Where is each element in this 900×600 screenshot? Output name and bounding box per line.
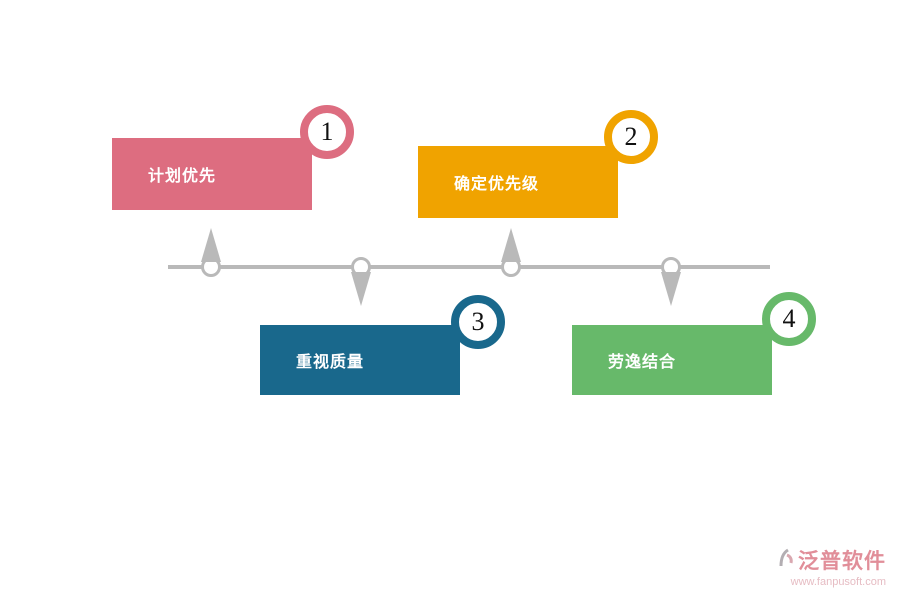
step-label-2: 确定优先级 — [454, 176, 540, 193]
step-number-4: 4 — [782, 304, 796, 333]
step-number-2: 2 — [624, 122, 638, 151]
watermark-brand: 泛普软件 — [798, 550, 886, 573]
step-badge-3: 3 — [451, 295, 505, 349]
step-box-4: 劳逸结合 — [572, 325, 772, 395]
step-badge-1: 1 — [300, 105, 354, 159]
watermark-url: www.fanpusoft.com — [790, 576, 886, 588]
fanpu-logo-icon — [778, 548, 794, 573]
arrow-down-icon-1 — [351, 272, 371, 306]
timeline-line — [168, 265, 770, 269]
watermark: 泛普软件 www.fanpusoft.com — [778, 545, 886, 588]
arrow-down-icon-2 — [661, 272, 681, 306]
step-number-3: 3 — [471, 307, 485, 336]
step-box-2: 确定优先级 — [418, 146, 618, 218]
step-box-1: 计划优先 — [112, 138, 312, 210]
step-number-1: 1 — [320, 117, 334, 146]
step-label-3: 重视质量 — [296, 354, 365, 371]
step-badge-4: 4 — [762, 292, 816, 346]
step-label-1: 计划优先 — [148, 168, 217, 185]
step-box-3: 重视质量 — [260, 325, 460, 395]
step-badge-2: 2 — [604, 110, 658, 164]
step-label-4: 劳逸结合 — [608, 354, 677, 371]
arrow-up-icon-1 — [201, 228, 221, 262]
arrow-up-icon-2 — [501, 228, 521, 262]
